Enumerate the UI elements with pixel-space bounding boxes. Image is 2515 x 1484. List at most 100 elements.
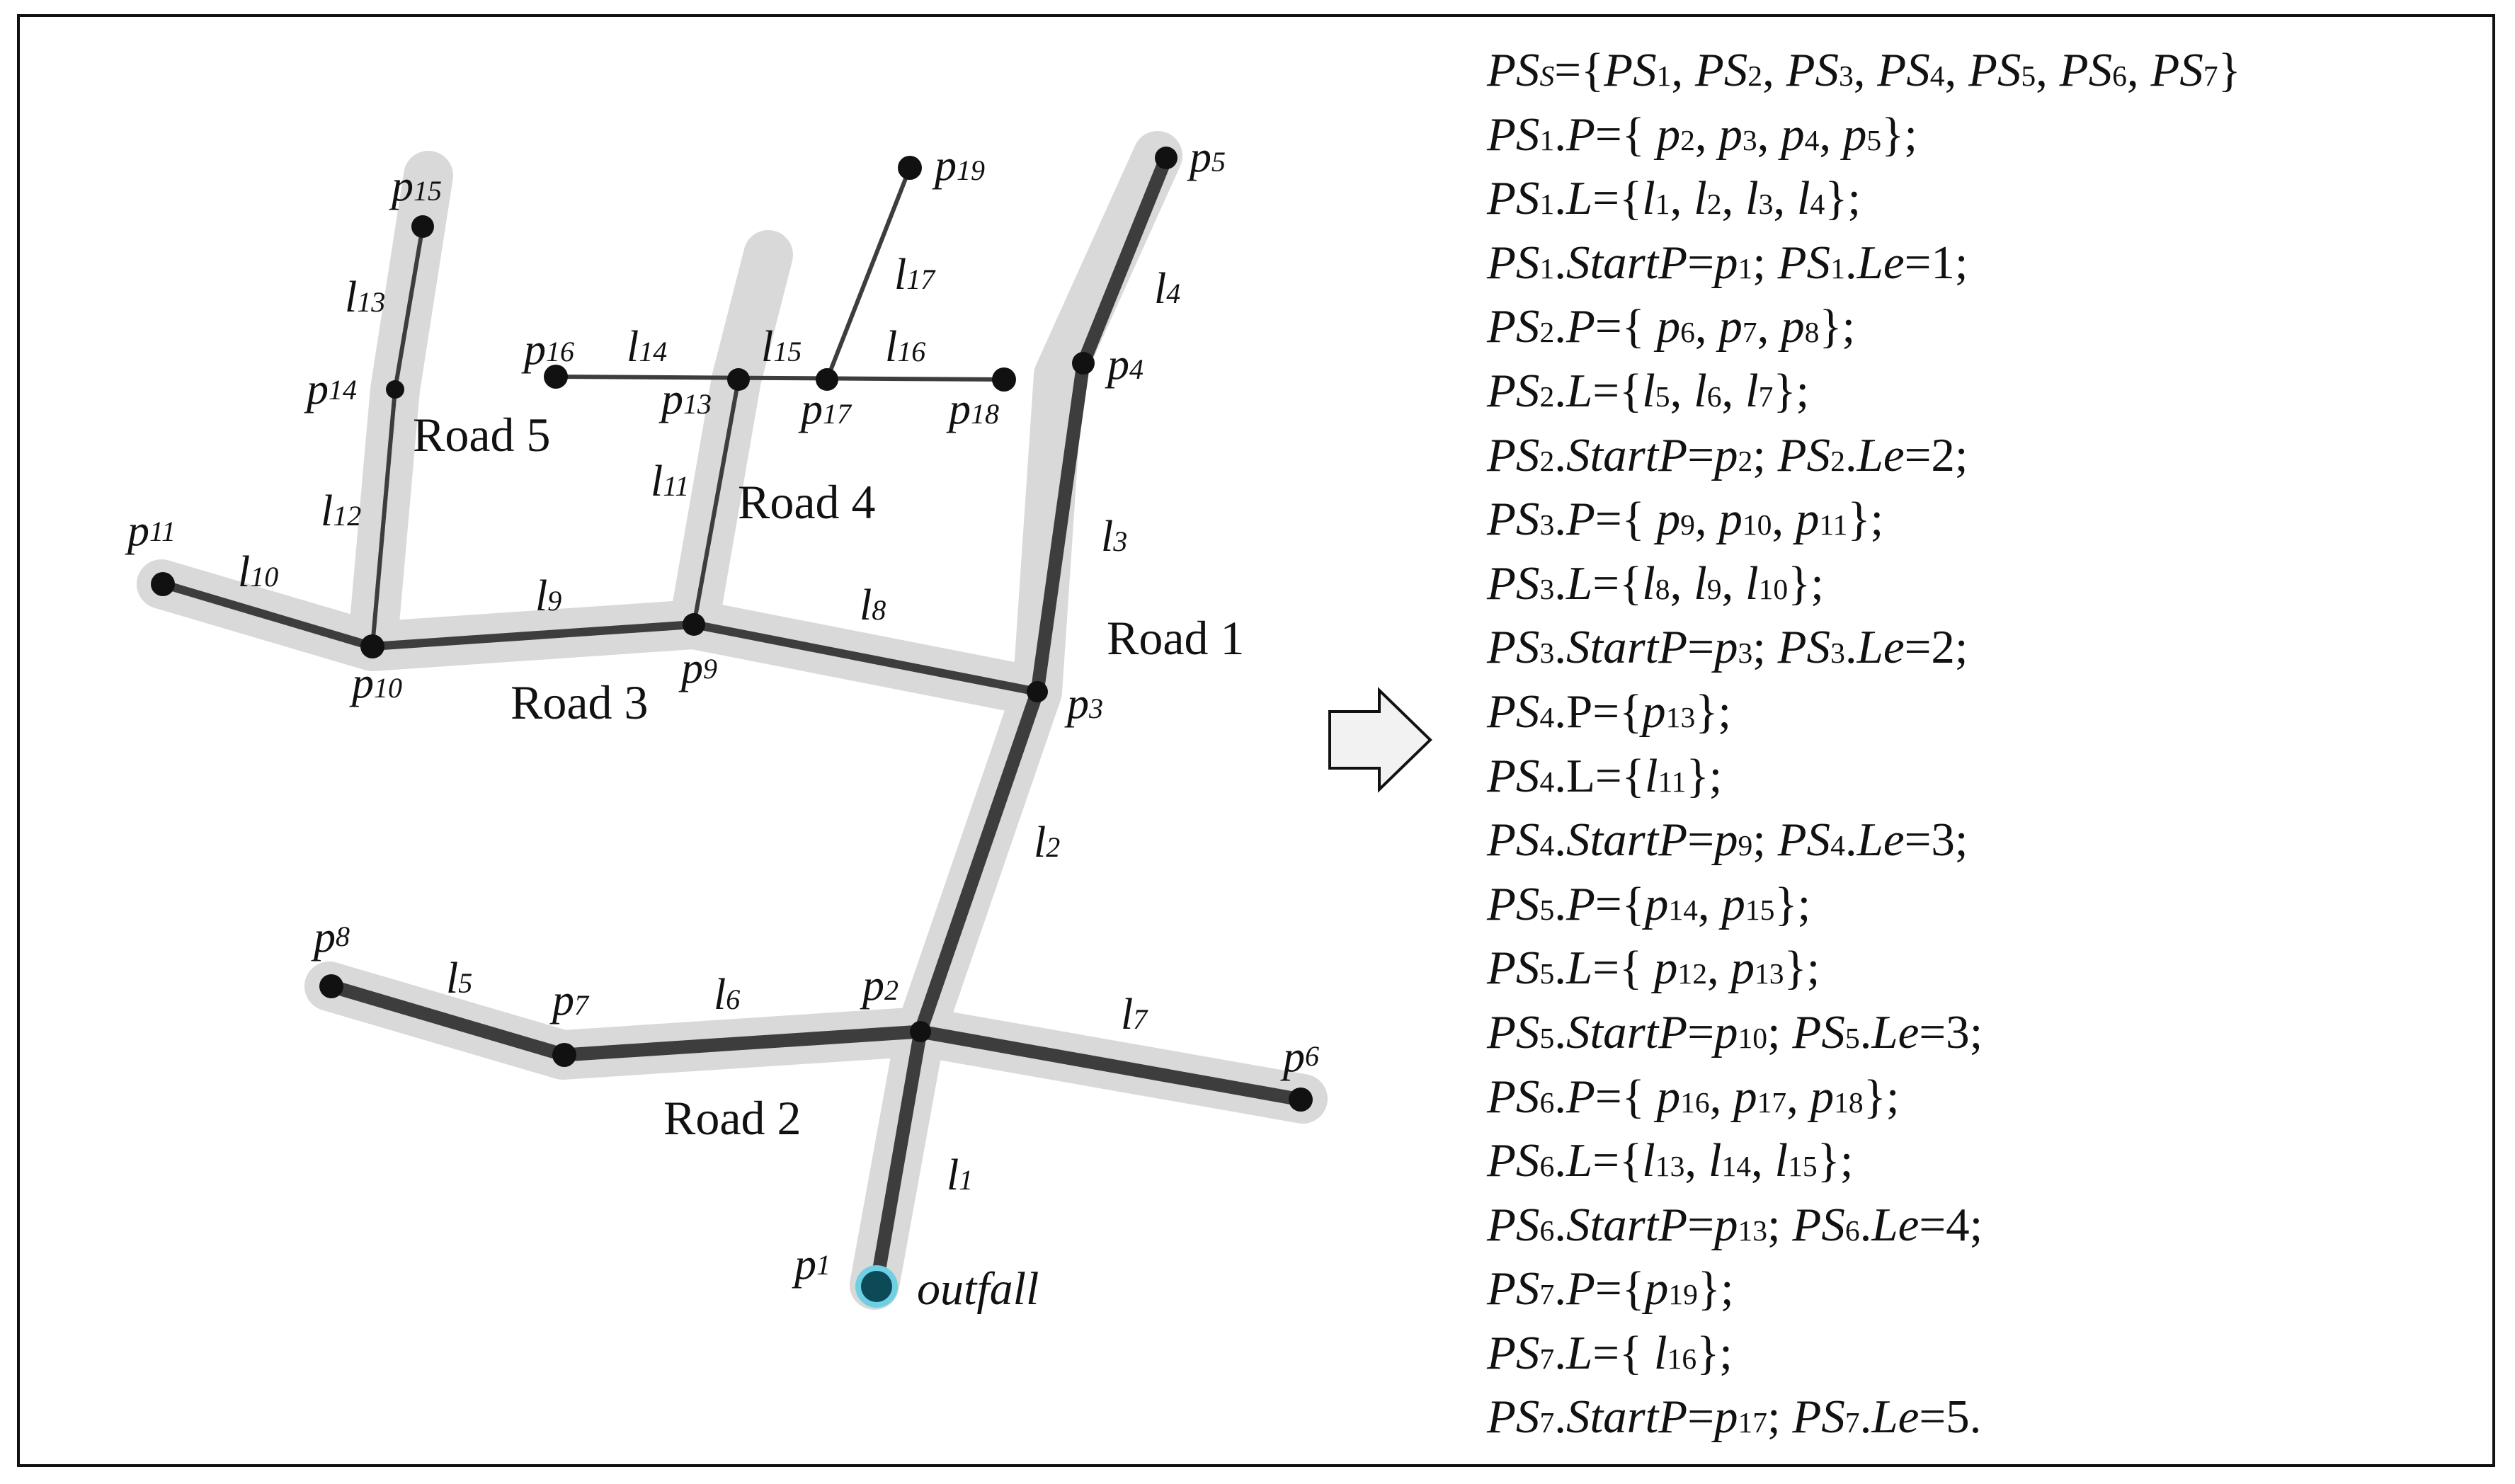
text-run: }; <box>1881 108 1917 161</box>
text-run: P <box>1566 877 1595 930</box>
text-run: p <box>1642 685 1666 738</box>
text-run: L <box>1566 172 1593 225</box>
text-run: Le <box>1857 814 1905 867</box>
text-run: L <box>1566 556 1593 610</box>
text-run: ; <box>1752 814 1778 867</box>
text-run: ; <box>1767 1391 1793 1444</box>
subscript: 7 <box>1539 1342 1555 1375</box>
subscript: 6 <box>1539 1150 1555 1183</box>
label-l6: l6 <box>714 971 740 1019</box>
text-run: L <box>1566 364 1593 417</box>
definition-line: PS2.P={ p6, p7, p8}; <box>1487 295 2464 359</box>
text-run: ={ <box>1595 1262 1645 1315</box>
label-p2: p2 <box>860 961 899 1010</box>
subscript: 15 <box>1745 893 1775 926</box>
subscript: 2 <box>1539 379 1555 413</box>
label-l13: l13 <box>345 273 385 321</box>
text-run: l <box>1642 556 1655 610</box>
subscript: 2 <box>1747 59 1763 92</box>
text-run: P <box>1566 108 1595 161</box>
pipe-l2 <box>913 685 1044 1039</box>
subscript: 14 <box>1721 1150 1751 1183</box>
text-run: }; <box>1697 1262 1734 1315</box>
text-run: = <box>1687 621 1714 674</box>
pipe-l11 <box>692 377 741 627</box>
label-p15: p15 <box>389 162 442 210</box>
text-run: PS <box>1487 1134 1540 1187</box>
subscript: 16 <box>1667 1342 1697 1375</box>
subscript: 17 <box>1757 1085 1787 1119</box>
subscript: 7 <box>1758 379 1774 413</box>
subscript: 3 <box>1539 637 1555 670</box>
text-run: . <box>1554 1134 1566 1187</box>
subscript: 3 <box>1742 123 1757 156</box>
text-run: PS <box>1777 621 1831 674</box>
subscript: 2 <box>1830 444 1845 477</box>
definition-line: PS3.L={l8, l9, l10}; <box>1487 552 2464 616</box>
subscript: 3 <box>1738 637 1753 670</box>
label-p7: p7 <box>549 976 590 1024</box>
node-p6 <box>1289 1088 1313 1112</box>
subscript: 9 <box>1738 829 1753 862</box>
text-run: ={ <box>1595 877 1645 930</box>
text-run: ={ <box>1592 364 1643 417</box>
text-run: . <box>1844 621 1857 674</box>
text-run: l <box>1708 1134 1722 1187</box>
text-run: . <box>1554 172 1566 225</box>
subscript: 6 <box>1680 316 1695 349</box>
text-run: , <box>1671 44 1695 96</box>
pipe-l8 <box>690 620 1042 696</box>
text-run: }; <box>1695 685 1731 738</box>
text-run: , <box>1706 942 1731 995</box>
label-p6: p6 <box>1280 1033 1319 1081</box>
text-run: PS <box>1487 556 1540 610</box>
text-run: }; <box>1696 1326 1733 1379</box>
pipe-l1 <box>869 1024 928 1291</box>
text-run: =5. <box>1919 1391 1982 1444</box>
subscript: 7 <box>1539 1406 1555 1439</box>
text-run: l <box>1653 1326 1667 1379</box>
text-run: PS <box>1487 1198 1540 1251</box>
pipe-l7 <box>913 1024 1308 1107</box>
text-run: }; <box>1863 1070 1900 1123</box>
road-1-label: Road 1 <box>1107 611 1245 665</box>
subscript: 1 <box>1539 188 1555 221</box>
definition-line: PS4.L={l11}; <box>1487 744 2464 809</box>
node-p13 <box>727 368 750 391</box>
text-run: =3; <box>1919 1005 1983 1058</box>
definition-line: PS7.L={ l16}; <box>1487 1321 2464 1386</box>
text-run: PS <box>1792 1005 1845 1058</box>
text-run: . <box>1554 236 1566 289</box>
text-run: p <box>1713 1005 1738 1058</box>
text-run: p <box>1713 1198 1738 1251</box>
text-run: , <box>1721 172 1745 225</box>
text-run: ={ <box>1592 1326 1654 1379</box>
text-run: PS <box>1786 44 1839 96</box>
subscript: 4 <box>1804 123 1820 156</box>
text-run: l <box>1694 172 1707 225</box>
text-run: l <box>1745 556 1759 610</box>
text-run: p <box>1656 493 1681 546</box>
figure-frame <box>17 14 2495 1467</box>
subscript: 17 <box>1738 1406 1768 1439</box>
subscript: S <box>1539 59 1555 92</box>
text-run: Le <box>1857 236 1905 289</box>
node-p18 <box>992 367 1016 392</box>
subscript: 19 <box>1668 1278 1698 1311</box>
road-3-label: Road 3 <box>511 675 649 729</box>
subscript: 1 <box>1539 123 1555 156</box>
text-run: , <box>1721 364 1745 417</box>
text-run: PS <box>1487 814 1540 867</box>
subscript: 10 <box>1738 1021 1768 1054</box>
text-run: P <box>1566 493 1595 546</box>
text-run: l <box>1796 172 1810 225</box>
text-run: PS <box>1877 44 1930 96</box>
text-run: }; <box>1686 749 1723 802</box>
label-l11: l11 <box>651 457 689 506</box>
text-run: . <box>1844 814 1857 867</box>
subscript: 4 <box>1929 59 1945 92</box>
text-run: PS <box>1487 236 1540 289</box>
text-run: } <box>2218 44 2241 96</box>
text-run: StartP <box>1566 621 1688 674</box>
